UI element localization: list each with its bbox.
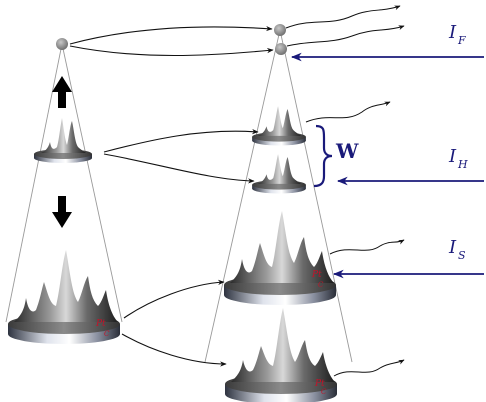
left-large-tip: Pt C [8,250,120,344]
transfer-arrows [69,25,274,367]
right-dot-bottom [275,43,287,55]
right-large-tip-1: Pt C [224,211,336,305]
pt-label: Pt [95,319,106,329]
down-arrow-icon [52,196,72,228]
right-cone [204,29,353,363]
right-large-tip-2: Pt C [225,308,337,402]
left-apex-dot [56,38,68,50]
right-small-tip-2 [252,154,306,194]
incident-arrows [290,52,484,279]
c-label: C [104,330,110,338]
left-small-tip [34,118,92,163]
c-label-3: C [321,388,327,396]
pt-label-2: Pt [311,270,322,280]
svg-text:H: H [457,158,468,171]
svg-text:S: S [458,249,466,262]
label-i-h: I H [448,146,468,171]
left-cone [5,43,123,323]
up-arrow-icon [52,76,72,108]
right-dot-top [274,24,286,36]
emission-arrows [285,5,405,377]
label-i-s: I S [448,237,466,262]
svg-text:I: I [448,146,457,167]
label-i-f: I F [448,22,466,47]
brace-icon [313,124,333,188]
svg-text:F: F [457,34,466,47]
svg-text:I: I [448,22,457,43]
svg-text:I: I [448,237,457,258]
w-label: W [335,139,359,163]
pt-label-3: Pt [314,379,325,389]
right-small-tip-1 [252,106,306,146]
c-label-2: C [318,281,324,289]
